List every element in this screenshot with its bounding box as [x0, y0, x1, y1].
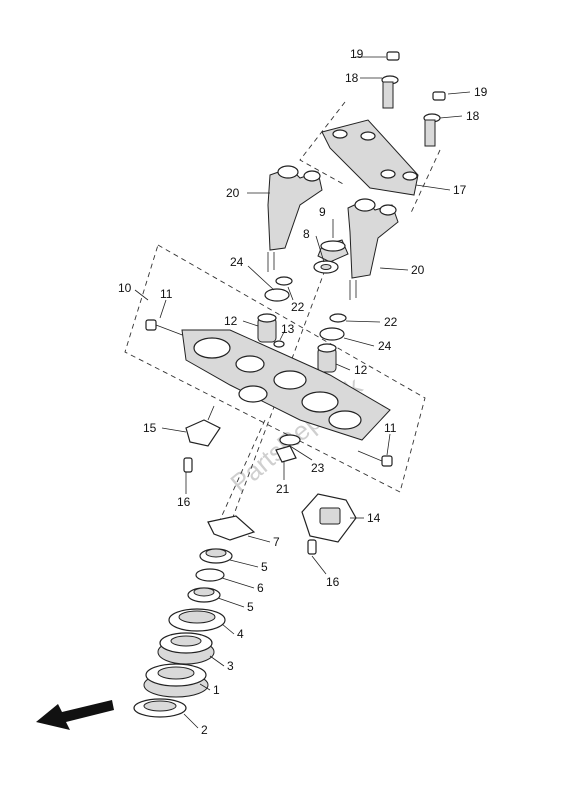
callout-12-right: 12	[354, 363, 368, 377]
callout-6: 6	[257, 581, 264, 595]
callout-19-right: 19	[474, 85, 488, 99]
washer-13	[273, 340, 285, 348]
collar-22-left	[275, 276, 293, 286]
screw-16-right	[307, 539, 317, 555]
handlebar-holder-20-left	[267, 165, 323, 272]
upper-handlebar-bracket-17	[321, 119, 419, 196]
callout-16-left: 16	[177, 495, 191, 509]
bushing-12-right	[317, 343, 337, 373]
bolt-18-right	[423, 113, 441, 147]
handle-crown-10	[181, 329, 391, 441]
handlebar-holder-20-right	[347, 198, 399, 300]
ring-nut-5-lower	[187, 587, 221, 603]
callout-10: 10	[118, 281, 132, 295]
callout-24-right: 24	[378, 339, 392, 353]
bolt-18-left	[381, 75, 399, 109]
callout-22-right: 22	[384, 315, 398, 329]
bushing-12-left	[257, 313, 277, 343]
callout-12-left: 12	[224, 314, 238, 328]
cover-plate-7	[207, 515, 256, 541]
steering-axis-line-lower	[219, 419, 266, 521]
callout-13: 13	[281, 322, 295, 336]
callout-24-left: 24	[230, 255, 244, 269]
bearing-3	[157, 632, 215, 665]
callout-1: 1	[213, 683, 220, 697]
callout-23: 23	[311, 461, 325, 475]
washer-8	[313, 260, 339, 274]
callout-20-left: 20	[226, 186, 240, 200]
callout-labels: 19 18 19 18 17 20 9 8 20 24 22 10 11 12 …	[118, 47, 488, 737]
screw-16-left	[183, 457, 193, 473]
upper-bracket-group-outline	[299, 101, 346, 186]
callout-11-right: 11	[384, 421, 397, 435]
callout-5-lower: 5	[247, 600, 254, 614]
callout-21: 21	[276, 482, 290, 496]
cap-19-upper	[386, 51, 446, 101]
callout-18-right: 18	[466, 109, 480, 123]
callout-15: 15	[143, 421, 157, 435]
collar-23	[279, 434, 301, 446]
seal-2	[133, 698, 187, 718]
damper-24-right	[319, 327, 345, 341]
callout-4: 4	[237, 627, 244, 641]
front-direction-arrow	[36, 700, 114, 730]
plate-21	[275, 445, 297, 463]
collar-22-right	[329, 313, 347, 323]
pinch-bolt-11-right	[357, 450, 393, 467]
handle-crown-group-outline	[124, 244, 426, 493]
callout-18-upper: 18	[345, 71, 359, 85]
callout-3: 3	[227, 659, 234, 673]
callout-16-right: 16	[326, 575, 340, 589]
callout-8: 8	[303, 227, 310, 241]
steering-nut-9	[317, 239, 349, 263]
damper-24-left	[264, 288, 290, 302]
callout-11-left: 11	[160, 287, 173, 301]
callout-19-upper: 19	[350, 47, 364, 61]
stay-15	[185, 405, 221, 447]
callout-2: 2	[201, 723, 208, 737]
dust-seal-4	[168, 608, 226, 632]
pinch-bolt-11-left	[145, 319, 186, 337]
leader-lines	[134, 56, 471, 729]
washer-6	[195, 568, 225, 582]
callout-7: 7	[273, 535, 280, 549]
callout-20-right: 20	[411, 263, 425, 277]
callout-5-upper: 5	[261, 560, 268, 574]
callout-9: 9	[319, 205, 326, 219]
callout-14: 14	[367, 511, 381, 525]
upper-bracket-group-outline-right	[409, 149, 441, 216]
callout-22-left: 22	[291, 300, 305, 314]
ring-nut-5-upper	[199, 548, 233, 564]
bracket-14	[301, 493, 357, 543]
callout-17: 17	[453, 183, 467, 197]
bearing-race-1	[143, 663, 209, 698]
